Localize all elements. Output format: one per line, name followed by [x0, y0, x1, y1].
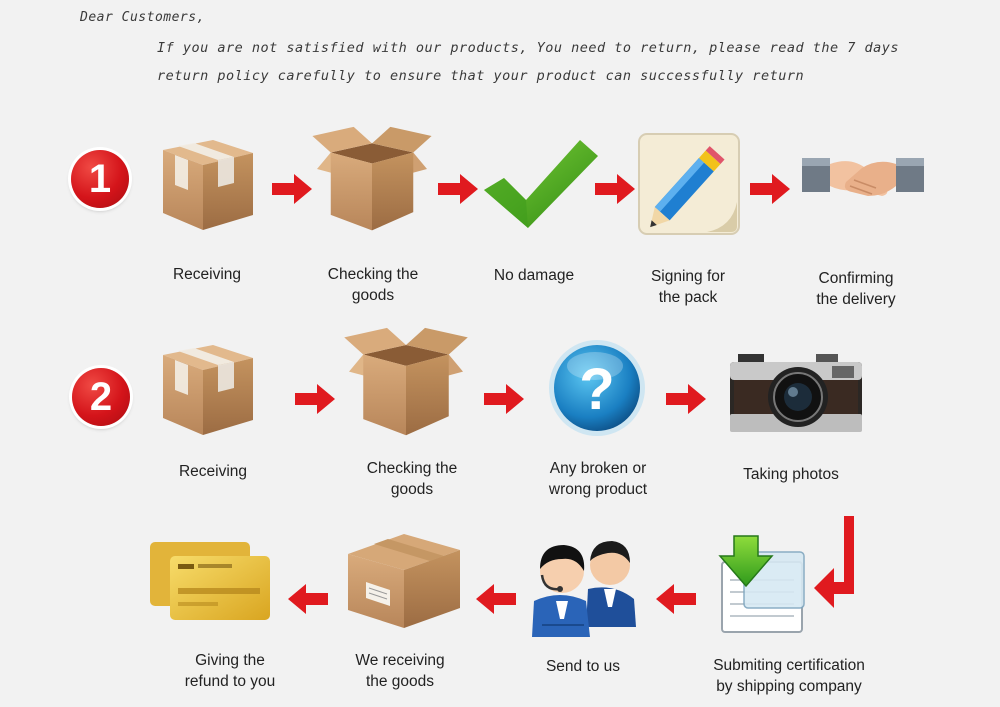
arrow-left-icon	[656, 584, 696, 614]
step-2-label-2: Checking the goods	[366, 460, 458, 498]
credit-card-icon	[150, 542, 270, 620]
download-document-icon	[718, 535, 805, 633]
arrow-right-icon	[438, 174, 478, 204]
step-1-badge: 1	[71, 150, 129, 208]
step-2-label-1: Receiving	[178, 463, 248, 480]
step-2-badge: 2	[72, 368, 130, 426]
arrow-right-icon	[666, 384, 706, 414]
step-1-label-1: Receiving	[172, 266, 242, 283]
arrow-left-icon	[288, 584, 328, 614]
arrow-right-icon	[272, 174, 312, 204]
open-box-icon	[342, 326, 470, 440]
open-box-icon	[308, 125, 436, 235]
intro-line-1: If you are not satisfied with our produc…	[157, 40, 899, 56]
package-icon	[348, 534, 460, 628]
question-icon: ?	[549, 340, 645, 436]
closed-box-icon	[158, 330, 258, 440]
step-3-label-2: We receiving the goods	[355, 652, 445, 690]
greeting-text: Dear Customers,	[80, 10, 205, 25]
support-agents-icon	[532, 541, 636, 637]
step-1-label-5: Confirming the delivery	[816, 270, 896, 308]
step-3-label-4: Submiting certification by shipping comp…	[713, 657, 865, 695]
arrow-left-icon	[476, 584, 516, 614]
step-3-label-3: Send to us	[545, 658, 621, 675]
arrow-right-icon	[750, 174, 790, 204]
intro-line-2: return policy carefully to ensure that y…	[157, 68, 805, 84]
arrow-right-icon	[484, 384, 524, 414]
pencil-icon	[638, 133, 740, 235]
arrow-down-left-icon	[814, 516, 854, 608]
closed-box-icon	[158, 125, 258, 235]
step-3-label-1: Giving the refund to you	[184, 652, 276, 690]
step-1-label-3: No damage	[493, 267, 575, 284]
arrow-right-icon	[295, 384, 335, 414]
step-2-label-4: Taking photos	[743, 466, 839, 483]
step-1-label-2: Checking the goods	[327, 266, 419, 304]
step-1-label-4: Signing for the pack	[650, 268, 726, 306]
checkmark-icon	[484, 140, 598, 228]
arrow-right-icon	[595, 174, 635, 204]
handshake-icon	[802, 158, 924, 196]
svg-text:?: ?	[579, 357, 614, 422]
step-2-label-3: Any broken or wrong product	[548, 460, 648, 498]
camera-icon	[730, 354, 862, 432]
